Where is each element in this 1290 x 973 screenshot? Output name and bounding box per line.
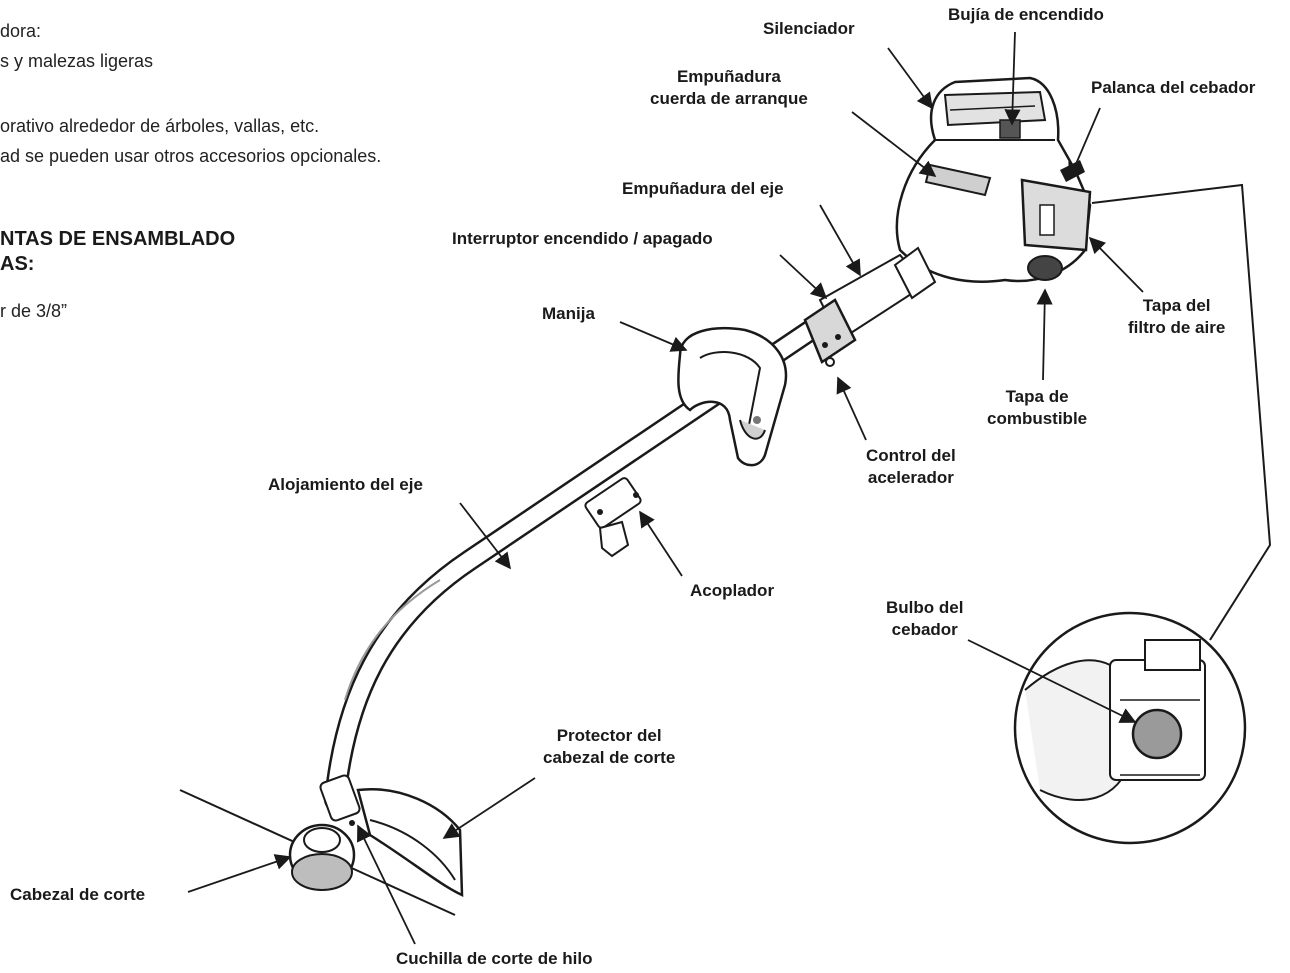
shaft-grip	[803, 253, 927, 367]
tools-heading-line-1: NTAS DE ENSAMBLADO	[0, 228, 236, 250]
intro-line-3: orativo alrededor de árboles, vallas, et…	[0, 116, 320, 136]
engine	[893, 76, 1092, 300]
cutting-head-assembly	[288, 774, 464, 897]
label-handle: Manija	[542, 304, 595, 323]
label-shaft-housing: Alojamiento del eje	[268, 475, 423, 494]
primer-bulb-inset	[1013, 183, 1272, 845]
intro-line-4: ad se pueden usar otros accesorios opcio…	[0, 146, 382, 166]
handle	[677, 327, 788, 467]
label-muffler: Silenciador	[763, 19, 855, 38]
label-cutting-head: Cabezal de corte	[10, 885, 146, 904]
intro-line-1: dora:	[0, 21, 42, 41]
label-coupler: Acoplador	[690, 581, 775, 600]
label-on-off-switch: Interruptor encendido / apagado	[452, 229, 713, 248]
intro-line-2: s y malezas ligeras	[0, 51, 154, 71]
tools-heading-line-2: AS:	[0, 253, 35, 275]
label-line-cutting-blade: Cuchilla de corte de hilo	[396, 949, 593, 968]
coupler	[584, 477, 642, 558]
label-spark-plug: Bujía de encendido	[948, 5, 1104, 24]
leader-arrows	[187, 31, 1144, 945]
label-choke-lever: Palanca del cebador	[1091, 78, 1256, 97]
tools-item-wrench: r de 3/8”	[0, 301, 68, 321]
label-shaft-grip: Empuñadura del eje	[622, 179, 784, 198]
shaft-housing	[324, 259, 911, 811]
